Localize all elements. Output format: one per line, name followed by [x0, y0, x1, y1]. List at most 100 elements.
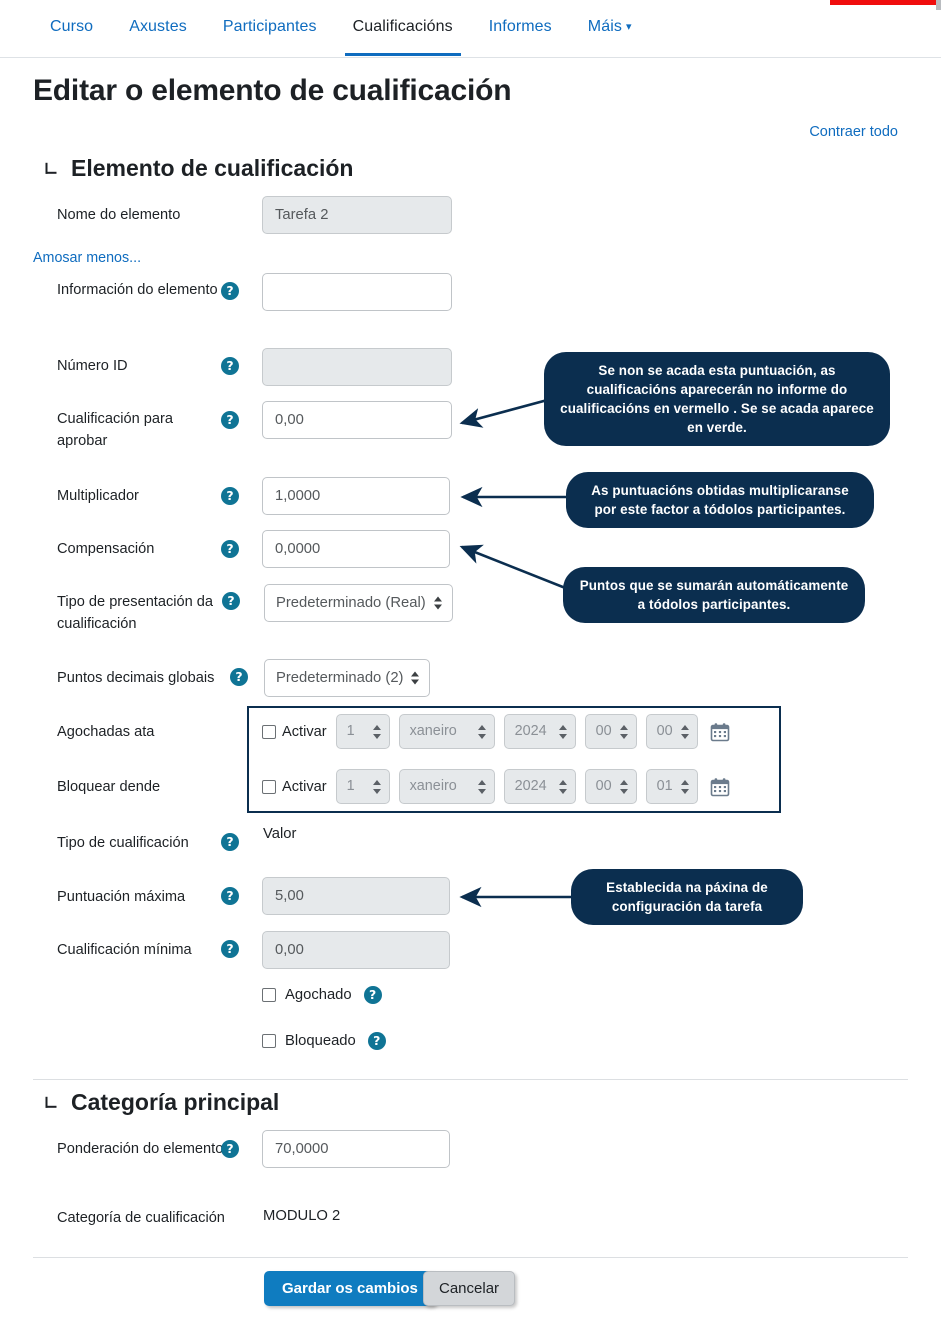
callout-multiplier: As puntuacións obtidas multiplicaranse p… — [566, 472, 874, 529]
select-hidden-until-minute[interactable]: 00 — [645, 714, 698, 749]
callout-grade-to-pass: Se non se acada esta puntuación, as cual… — [544, 352, 890, 447]
show-less-link[interactable]: Amosar menos... — [33, 250, 142, 266]
select-locked-after-minute[interactable]: 01 — [645, 769, 698, 804]
label-min-grade: Cualificación mínima — [57, 942, 192, 958]
help-icon-id-number[interactable]: ? — [221, 357, 239, 375]
label-multiplier: Multiplicador — [57, 488, 139, 504]
nav-tab-curso[interactable]: Curso — [36, 16, 111, 56]
save-button[interactable]: Gardar os cambios — [264, 1271, 436, 1306]
select-hidden-until-year[interactable]: 2024 — [503, 714, 576, 749]
select-hidden-until-hour[interactable]: 00 — [584, 714, 637, 749]
select-locked-after-month[interactable]: xaneiro — [398, 769, 495, 804]
help-icon-hidden[interactable]: ? — [363, 986, 382, 1004]
help-icon-max-grade[interactable]: ? — [221, 887, 239, 905]
label-item-name: Nome do elemento — [57, 207, 181, 223]
select-hidden-until-minute-value: 00 — [656, 723, 673, 739]
chevron-updown-icon — [433, 596, 443, 611]
help-icon-min-grade[interactable]: ? — [221, 940, 239, 958]
label-decimal-points: Puntos decimais globais — [57, 670, 215, 686]
nav-tab-axustes[interactable]: Axustes — [111, 16, 205, 56]
section-divider-1 — [33, 1079, 908, 1080]
calendar-icon[interactable] — [710, 777, 730, 797]
input-grade-to-pass[interactable]: 0,00 — [262, 401, 452, 439]
help-icon-display-type[interactable]: ? — [222, 592, 240, 610]
help-icon-offset[interactable]: ? — [221, 540, 239, 558]
section-header-main-category-title: Categoría principal — [71, 1089, 280, 1115]
section-header-grade-item[interactable]: Elemento de cualificación — [44, 155, 353, 182]
scrollbar-thumb-fragment[interactable] — [936, 0, 941, 10]
input-offset[interactable]: 0,0000 — [262, 530, 450, 568]
help-icon-multiplier[interactable]: ? — [221, 487, 239, 505]
nav-tab-curso-label: Curso — [50, 18, 94, 35]
checkbox-enable-locked-after[interactable] — [262, 779, 276, 794]
nav-tab-mais-label: Máis — [587, 18, 622, 35]
label-grade-to-pass: Cualificación para aprobar — [57, 411, 174, 449]
chevron-updown-icon — [477, 779, 487, 794]
value-grade-type: Valor — [263, 826, 297, 842]
section-header-main-category[interactable]: Categoría principal — [44, 1089, 279, 1116]
help-icon-grade-type[interactable]: ? — [221, 833, 239, 851]
section-divider-2 — [33, 1257, 908, 1258]
nav-tab-list: Curso Axustes Participantes Cualificació… — [36, 16, 650, 56]
input-item-name[interactable]: Tarefa 2 — [262, 196, 452, 234]
help-icon-item-weight[interactable]: ? — [221, 1140, 239, 1158]
label-hidden: Agochado — [285, 987, 352, 1003]
chevron-updown-icon — [680, 779, 690, 794]
chevron-updown-icon — [411, 671, 420, 686]
input-item-weight[interactable]: 70,0000 — [262, 1130, 450, 1168]
row-locked: Bloqueado ? — [262, 1032, 386, 1050]
checkbox-hidden[interactable] — [262, 988, 276, 1002]
checkbox-locked[interactable] — [262, 1034, 276, 1048]
nav-tab-participantes[interactable]: Participantes — [205, 16, 335, 56]
select-display-type-value: Predeterminado (Real) — [276, 595, 426, 611]
cancel-button[interactable]: Cancelar — [423, 1271, 516, 1306]
value-grade-category: MODULO 2 — [263, 1208, 341, 1224]
help-icon-grade-to-pass[interactable]: ? — [221, 411, 239, 429]
select-hidden-until-month[interactable]: xaneiro — [398, 714, 495, 749]
calendar-icon[interactable] — [710, 722, 730, 742]
select-display-type[interactable]: Predeterminado (Real) — [264, 584, 453, 622]
help-icon-locked[interactable]: ? — [367, 1032, 386, 1050]
chevron-updown-icon — [680, 724, 690, 739]
nav-tab-informes-label: Informes — [488, 18, 552, 35]
nav-tab-cualificacions-label: Cualificacións — [352, 18, 453, 35]
input-id-number[interactable] — [262, 348, 452, 386]
chevron-updown-icon — [372, 724, 382, 739]
callout-max-grade: Establecida na páxina de configuración d… — [571, 869, 803, 926]
date-settings-highlight-box — [247, 706, 781, 813]
select-hidden-until-month-value: xaneiro — [409, 723, 457, 739]
collapse-all-link[interactable]: Contraer todo — [809, 124, 898, 140]
select-locked-after-year[interactable]: 2024 — [503, 769, 576, 804]
nav-tab-informes[interactable]: Informes — [471, 16, 570, 56]
input-multiplier[interactable]: 1,0000 — [262, 477, 450, 515]
date-row-locked-after: Activar 1 xaneiro 2024 00 01 — [262, 769, 730, 804]
help-icon-decimal-points[interactable]: ? — [230, 668, 248, 686]
select-locked-after-hour[interactable]: 00 — [584, 769, 637, 804]
select-hidden-until-day[interactable]: 1 — [335, 714, 390, 749]
label-id-number: Número ID — [57, 358, 128, 374]
page-title: Editar o elemento de cualificación — [33, 74, 512, 107]
nav-tab-axustes-label: Axustes — [129, 18, 187, 35]
select-decimal-points[interactable]: Predeterminado (2) — [264, 659, 431, 697]
select-locked-after-month-value: xaneiro — [409, 778, 457, 794]
chevron-updown-icon — [619, 724, 629, 739]
nav-tab-cualificacions[interactable]: Cualificacións — [335, 16, 471, 56]
input-item-info[interactable] — [262, 273, 452, 311]
select-locked-after-day[interactable]: 1 — [335, 769, 390, 804]
chevron-down-icon — [41, 1093, 61, 1113]
nav-tab-mais[interactable]: Máis▾ — [570, 16, 650, 56]
label-grade-category: Categoría de cualificación — [57, 1210, 225, 1226]
nav-tab-participantes-label: Participantes — [222, 18, 317, 35]
label-grade-type: Tipo de cualificación — [57, 835, 189, 851]
label-item-info: Información do elemento — [57, 282, 218, 298]
select-locked-after-hour-value: 00 — [595, 778, 612, 794]
chevron-down-icon — [41, 159, 61, 179]
input-min-grade[interactable]: 0,00 — [262, 931, 450, 969]
help-icon-item-info[interactable]: ? — [221, 282, 239, 300]
chevron-updown-icon — [619, 779, 629, 794]
date-row-hidden-until: Activar 1 xaneiro 2024 00 00 — [262, 714, 730, 749]
input-max-grade[interactable]: 5,00 — [262, 877, 450, 915]
select-hidden-until-day-value: 1 — [346, 723, 355, 739]
checkbox-enable-hidden-until[interactable] — [262, 724, 276, 739]
chevron-updown-icon — [477, 724, 487, 739]
